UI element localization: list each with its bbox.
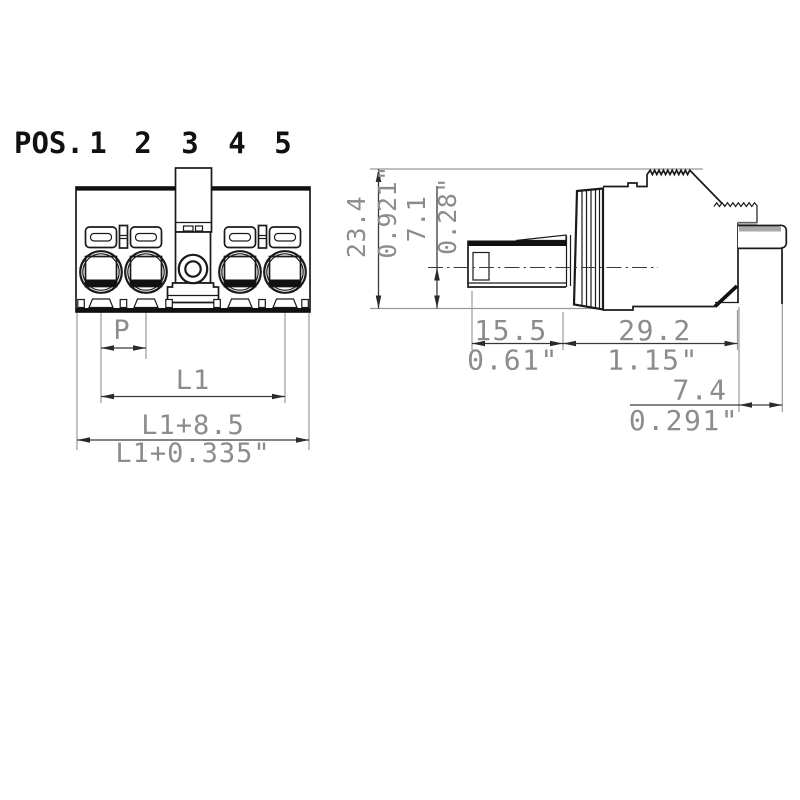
- dim-overall-inch-label: L1+0.335": [115, 438, 270, 469]
- dim-height-mm-label: 23.4: [342, 196, 371, 258]
- front-dimensions: P L1 L1+8.5 L1+0.335": [77, 315, 309, 469]
- pos-header: POS. 1 2 3 4 5: [14, 126, 292, 160]
- dim-latch-mm-label: 7.4: [672, 374, 727, 407]
- dim-latch-inch-label: 0.291": [629, 404, 739, 437]
- dim-pitch-label: P: [113, 315, 130, 346]
- position-5: [263, 226, 307, 309]
- latch-arm: [738, 222, 788, 304]
- dim-body-mm-label: 29.2: [618, 314, 691, 347]
- side-dimensions: 23.4 0.921" 7.1 0.28" 15.5 0.61" 29.2 1.…: [342, 165, 783, 437]
- ribbed-collar: [572, 187, 605, 311]
- position-4: [218, 226, 262, 309]
- pos-label: POS.: [14, 126, 84, 160]
- pos-number-5: 5: [274, 126, 291, 160]
- dim-center-mm-label: 7.1: [402, 196, 431, 243]
- dim-pin-inch-label: 0.61": [467, 344, 559, 377]
- release-slot: [223, 226, 257, 249]
- release-slot: [84, 226, 118, 249]
- front-body: [75, 167, 311, 313]
- main-housing: [603, 168, 758, 311]
- pin-notch: [472, 251, 490, 281]
- fixing-hole-inner: [184, 260, 202, 278]
- position-2: [124, 226, 168, 309]
- dim-overall-mm-label: L1+8.5: [141, 410, 245, 441]
- dim-body-inch-label: 1.15": [607, 344, 699, 377]
- bottom-teeth: [77, 298, 309, 309]
- divider-slot-4-5: [257, 224, 268, 249]
- side-body: [428, 168, 788, 311]
- housing-top-serrated: [603, 168, 729, 211]
- dim-center-inch-label: 0.28": [433, 177, 462, 255]
- pos-number-4: 4: [228, 126, 245, 160]
- dim-l1-label: L1: [176, 365, 211, 396]
- release-slot: [268, 226, 302, 249]
- latch-tab-serrated: [713, 201, 758, 224]
- position-1: [79, 226, 123, 309]
- pin-contact-strip: [468, 240, 566, 246]
- divider-slot-1-2: [118, 224, 129, 249]
- plug-shaft: [428, 234, 658, 288]
- side-view: 23.4 0.921" 7.1 0.28" 15.5 0.61" 29.2 1.…: [342, 165, 788, 437]
- front-view: POS. 1 2 3 4 5: [14, 126, 311, 469]
- pos-number-1: 1: [89, 126, 106, 160]
- pos-number-2: 2: [134, 126, 151, 160]
- release-slot: [129, 226, 163, 249]
- housing-bottom-edge: [76, 308, 310, 313]
- dim-pin-mm-label: 15.5: [474, 314, 547, 347]
- pos-number-3: 3: [181, 126, 198, 160]
- center-flange: [166, 231, 220, 304]
- dim-height-inch-label: 0.921": [373, 165, 402, 258]
